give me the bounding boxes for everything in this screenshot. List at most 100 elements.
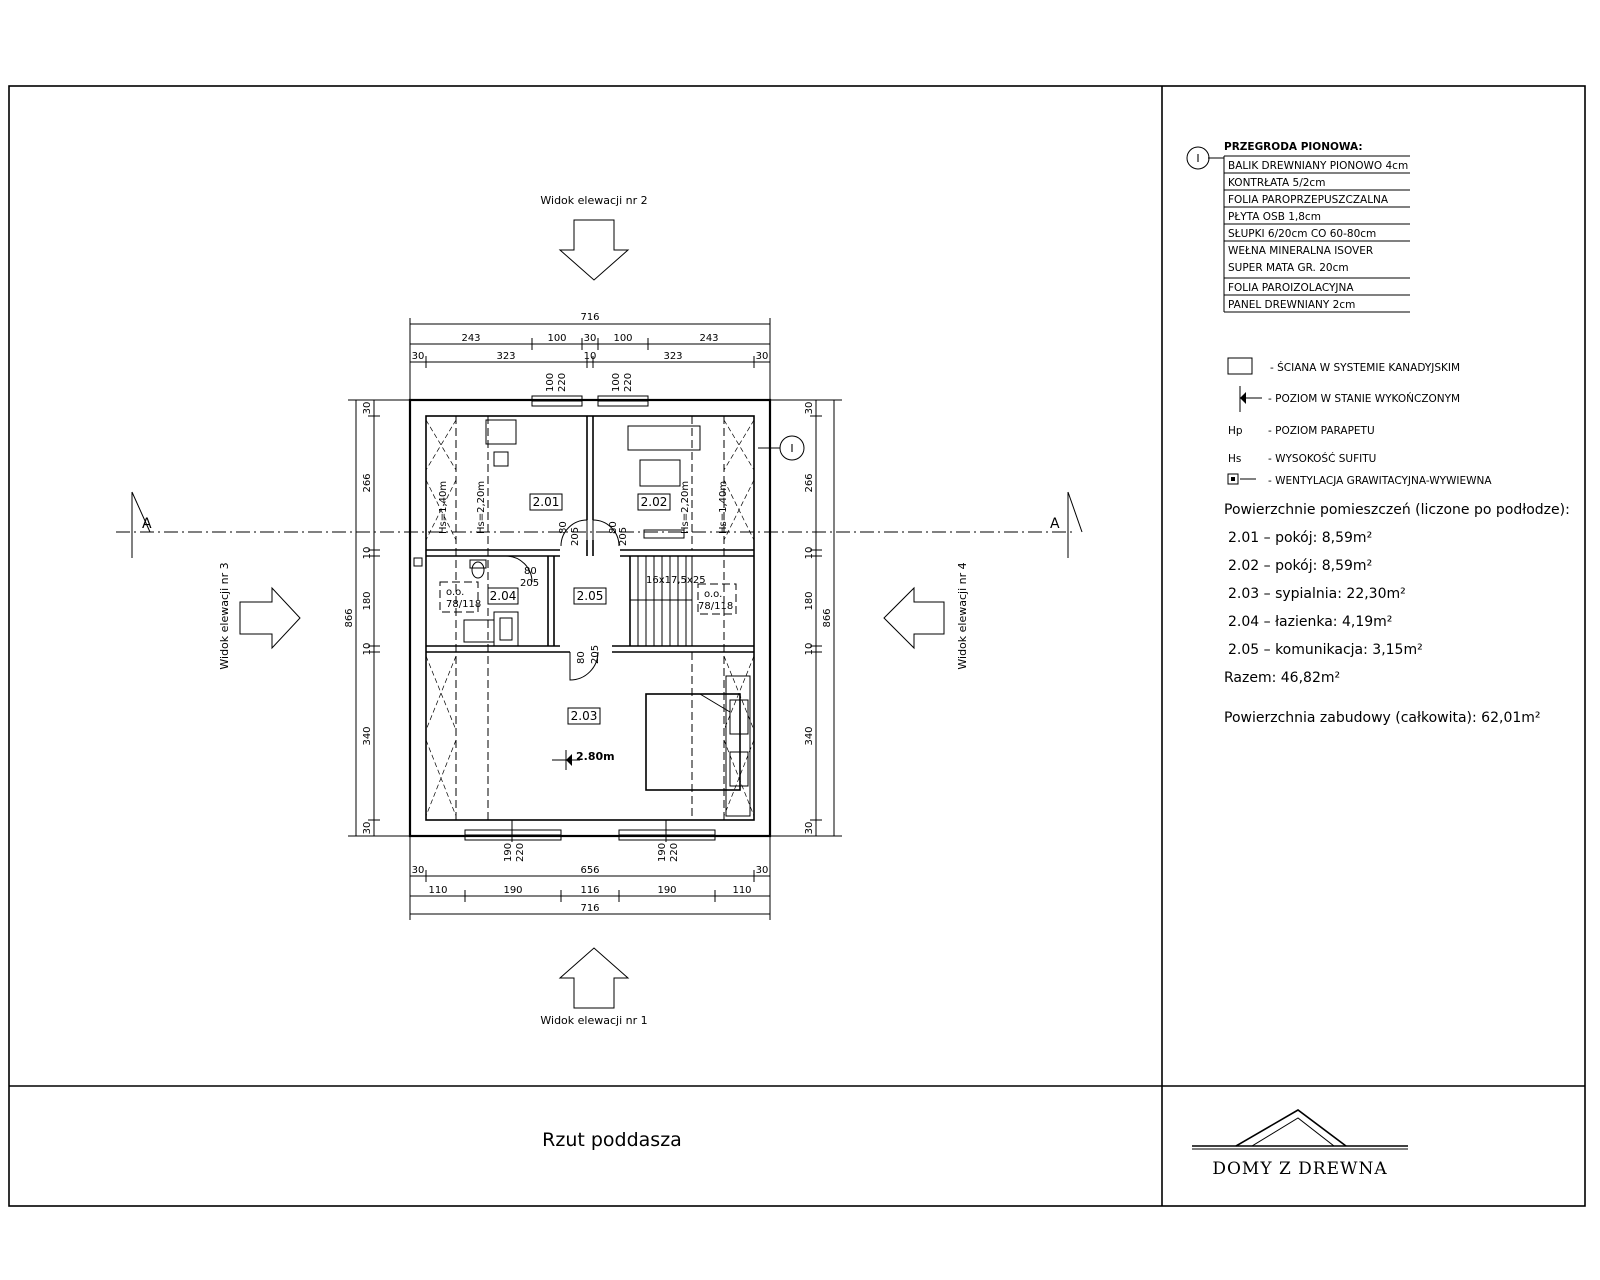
svg-text:220: 220: [557, 373, 568, 392]
svg-text:A: A: [1050, 516, 1060, 532]
svg-text:220: 220: [623, 373, 634, 392]
svg-text:866: 866: [344, 608, 355, 627]
svg-text:30: 30: [756, 351, 769, 362]
svg-text:205: 205: [570, 527, 581, 546]
svg-text:16x17,5x25: 16x17,5x25: [646, 575, 706, 586]
staircase: 16x17,5x25: [629, 555, 706, 647]
svg-text:30: 30: [584, 333, 597, 344]
svg-text:Hs: Hs: [1228, 453, 1241, 465]
svg-text:WEŁNA MINERALNA ISOVER: WEŁNA MINERALNA ISOVER: [1228, 245, 1373, 257]
windows: [464, 395, 716, 842]
building-outline: [408, 398, 772, 838]
sheet-frame: [8, 85, 1586, 1207]
svg-text:o.o.: o.o.: [446, 587, 464, 598]
svg-text:30: 30: [362, 402, 373, 415]
wall-spec-table: I PRZEGRODA PIONOWA: BALIK DREWNIANY PIO…: [1186, 141, 1410, 313]
svg-text:Hs=2,20m: Hs=2,20m: [476, 481, 487, 534]
room-2-01: 2.01: [533, 495, 560, 509]
svg-text:Widok elewacji nr 4: Widok elewacji nr 4: [956, 562, 969, 669]
svg-text:2.80m: 2.80m: [576, 750, 615, 763]
knee-wall-zones: [425, 416, 755, 820]
brand-name: Domy z Drewna: [1212, 1159, 1387, 1179]
svg-text:10: 10: [362, 643, 373, 656]
svg-text:100: 100: [611, 373, 622, 392]
svg-text:190: 190: [657, 843, 668, 862]
svg-text:10: 10: [804, 547, 815, 560]
svg-text:I: I: [1196, 152, 1199, 165]
svg-text:Widok elewacji nr 2: Widok elewacji nr 2: [540, 194, 647, 207]
svg-text:BALIK DREWNIANY PIONOWO 4cm: BALIK DREWNIANY PIONOWO 4cm: [1228, 160, 1408, 172]
room-2-02: 2.02: [641, 495, 668, 509]
svg-text:220: 220: [669, 843, 680, 862]
room-2-03: 2.03: [571, 709, 598, 723]
section-line-a: A A: [116, 491, 1083, 558]
svg-text:PŁYTA OSB 1,8cm: PŁYTA OSB 1,8cm: [1228, 211, 1321, 223]
doors: 80 205 80 205 80 205 80 205: [505, 519, 629, 681]
elevation-arrow-2: Widok elewacji nr 2: [540, 194, 648, 281]
svg-text:2.03 – sypialnia: 22,30m²: 2.03 – sypialnia: 22,30m²: [1228, 586, 1406, 602]
svg-text:100: 100: [545, 373, 556, 392]
svg-text:30: 30: [412, 865, 425, 876]
svg-text:266: 266: [362, 473, 373, 492]
svg-text:323: 323: [663, 351, 682, 362]
room-2-04: 2.04: [490, 589, 517, 603]
svg-text:2.05 – komunikacja: 3,15m²: 2.05 – komunikacja: 3,15m²: [1228, 642, 1423, 658]
svg-text:Powierzchnie pomieszczeń (licz: Powierzchnie pomieszczeń (liczone po pod…: [1224, 502, 1570, 518]
svg-text:A: A: [142, 516, 152, 532]
svg-text:110: 110: [428, 885, 447, 896]
svg-text:78/118: 78/118: [446, 599, 481, 610]
svg-text:Hs=1,40m: Hs=1,40m: [438, 481, 449, 534]
room-2-05: 2.05: [577, 589, 604, 603]
svg-text:10: 10: [362, 547, 373, 560]
elevation-arrow-3: Widok elewacji nr 3: [218, 562, 301, 670]
svg-text:PANEL DREWNIANY 2cm: PANEL DREWNIANY 2cm: [1228, 299, 1355, 311]
svg-text:Widok elewacji nr 3: Widok elewacji nr 3: [218, 562, 231, 669]
furniture: [463, 419, 751, 817]
ceiling-height-labels: Hs=1,40m Hs=2,20m Hs=2,20m Hs=1,40m: [438, 481, 729, 534]
svg-text:- POZIOM W STANIE WYKOŃCZONYM: - POZIOM W STANIE WYKOŃCZONYM: [1268, 392, 1460, 405]
svg-text:30: 30: [804, 402, 815, 415]
dimensions-left: 866 30 266 10 180 10 340 30: [344, 399, 412, 837]
svg-text:323: 323: [496, 351, 515, 362]
window-labels: 100 220 100 220 190 220 190 220: [503, 373, 680, 862]
svg-text:- WENTYLACJA GRAWITACYJNA-WYWI: - WENTYLACJA GRAWITACYJNA-WYWIEWNA: [1268, 475, 1492, 487]
svg-text:716: 716: [580, 903, 599, 914]
svg-text:116: 116: [580, 885, 599, 896]
svg-text:110: 110: [732, 885, 751, 896]
svg-text:656: 656: [580, 865, 599, 876]
room-labels: 2.01 2.02 2.05 2.04 2.03: [487, 493, 671, 725]
svg-text:SŁUPKI 6/20cm CO 60-80cm: SŁUPKI 6/20cm CO 60-80cm: [1228, 228, 1376, 240]
svg-text:243: 243: [461, 333, 480, 344]
svg-text:80: 80: [608, 521, 619, 534]
svg-text:180: 180: [362, 591, 373, 610]
room-areas: Powierzchnie pomieszczeń (liczone po pod…: [1224, 502, 1570, 726]
svg-text:205: 205: [590, 645, 601, 664]
svg-text:205: 205: [618, 527, 629, 546]
svg-text:2.01 – pokój: 8,59m²: 2.01 – pokój: 8,59m²: [1228, 530, 1372, 546]
svg-text:340: 340: [362, 726, 373, 745]
dimensions-top: 716 243 100 30 100 243 30 323 10 323 30: [409, 312, 771, 406]
svg-text:Hs=1,40m: Hs=1,40m: [718, 481, 729, 534]
svg-text:Widok elewacji nr 1: Widok elewacji nr 1: [540, 1014, 647, 1027]
svg-text:205: 205: [520, 578, 539, 589]
svg-text:Hs=2,20m: Hs=2,20m: [680, 481, 691, 534]
svg-text:80: 80: [524, 566, 537, 577]
sheet-title: Rzut poddasza: [542, 1129, 682, 1151]
svg-text:2.04 – łazienka: 4,19m²: 2.04 – łazienka: 4,19m²: [1228, 614, 1392, 630]
svg-text:100: 100: [613, 333, 632, 344]
svg-text:- POZIOM PARAPETU: - POZIOM PARAPETU: [1268, 425, 1375, 437]
svg-text:190: 190: [657, 885, 676, 896]
svg-text:KONTRŁATA 5/2cm: KONTRŁATA 5/2cm: [1228, 177, 1325, 189]
elevation-arrow-4: Widok elewacji nr 4: [883, 562, 969, 670]
svg-text:80: 80: [576, 651, 587, 664]
svg-text:716: 716: [580, 312, 599, 323]
svg-text:o.o.: o.o.: [704, 589, 722, 600]
svg-text:220: 220: [515, 843, 526, 862]
svg-text:- ŚCIANA W SYSTEMIE KANADYJSKI: - ŚCIANA W SYSTEMIE KANADYJSKIM: [1270, 361, 1460, 374]
svg-text:I: I: [790, 442, 793, 455]
elevation-arrow-1: Widok elewacji nr 1: [540, 947, 648, 1027]
dimensions-right: 866 30 266 10 180 10 340 30: [768, 399, 842, 837]
svg-text:30: 30: [412, 351, 425, 362]
vent-shafts: o.o. 78/118 o.o. 78/118: [413, 557, 737, 615]
svg-text:2.02 – pokój: 8,59m²: 2.02 – pokój: 8,59m²: [1228, 558, 1372, 574]
